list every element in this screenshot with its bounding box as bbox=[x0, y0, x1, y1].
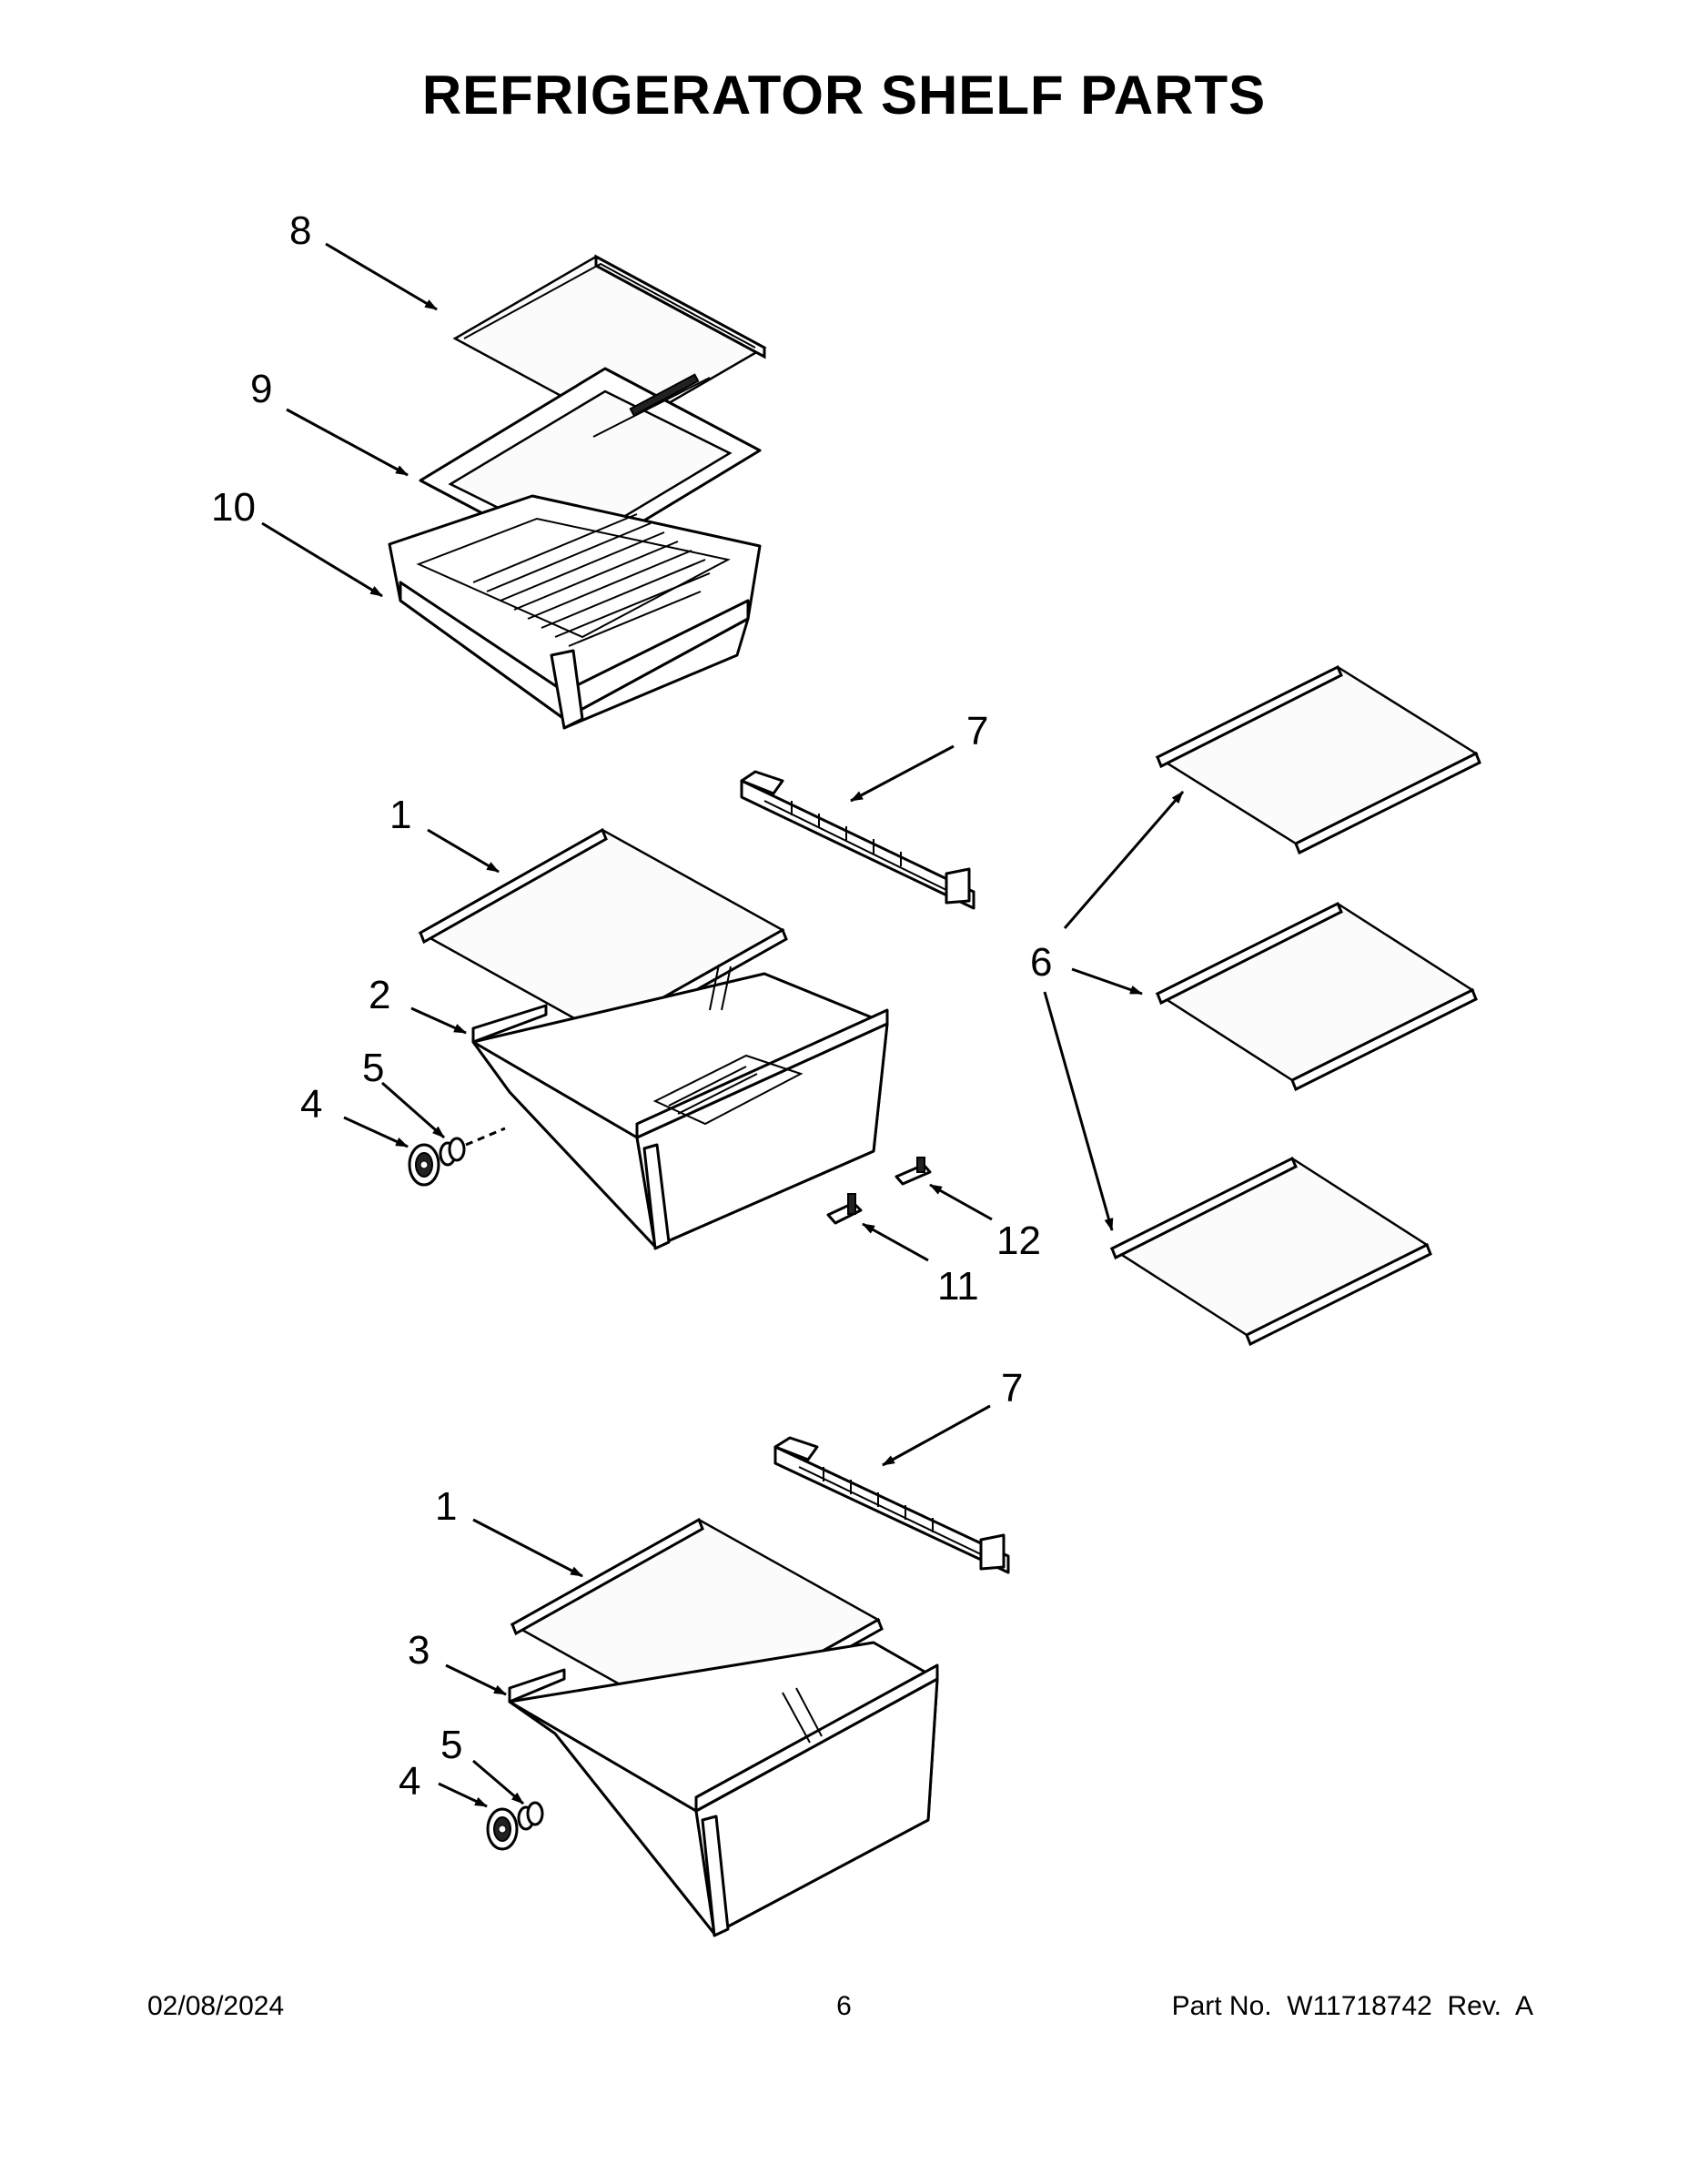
callout-5-middle: 5 bbox=[362, 1046, 384, 1090]
callout-4-lower: 4 bbox=[399, 1759, 420, 1804]
callout-11: 11 bbox=[937, 1264, 979, 1309]
leader-arrows bbox=[261, 242, 1185, 1808]
callout-10: 10 bbox=[211, 485, 256, 530]
callout-3: 3 bbox=[408, 1628, 430, 1673]
part-5-axle-middle bbox=[439, 1127, 506, 1167]
part-7-rail-lower bbox=[773, 1436, 1010, 1574]
callout-6: 6 bbox=[1030, 940, 1052, 985]
footer-date: 02/08/2024 bbox=[147, 1991, 285, 2021]
callout-9: 9 bbox=[250, 367, 272, 411]
part-11-bracket bbox=[826, 1193, 863, 1225]
callout-1-middle: 1 bbox=[389, 793, 411, 837]
rail-teeth bbox=[823, 1467, 934, 1532]
callout-1-lower: 1 bbox=[435, 1484, 457, 1529]
part-5-axle-lower bbox=[517, 1801, 544, 1831]
rail-teeth bbox=[791, 801, 902, 866]
part-6-glass-shelf-bottom bbox=[1109, 1156, 1432, 1347]
page-title: REFRIGERATOR SHELF PARTS bbox=[421, 65, 1267, 126]
callout-labels: 8 9 10 7 1 2 5 4 6 12 11 7 1 3 5 4 bbox=[211, 208, 1052, 1804]
callout-8: 8 bbox=[289, 208, 311, 253]
part-6-glass-shelf-top bbox=[1155, 664, 1481, 855]
part-10-crisper-tray bbox=[388, 494, 762, 730]
footer-page-number: 6 bbox=[836, 1991, 852, 2021]
callout-2: 2 bbox=[369, 973, 390, 1017]
tray-grid bbox=[472, 513, 711, 647]
part-3-crisper-drawer bbox=[508, 1641, 939, 1937]
part-4-roller-middle bbox=[408, 1143, 440, 1187]
callout-7-upper: 7 bbox=[966, 709, 988, 753]
part-4-roller-lower bbox=[486, 1807, 519, 1851]
part-6-glass-shelf-middle bbox=[1155, 901, 1478, 1092]
part-2-crisper-drawer bbox=[471, 964, 889, 1250]
footer-part-number: Part No. W11718742 Rev. A bbox=[1171, 1991, 1533, 2021]
callout-4-middle: 4 bbox=[300, 1082, 322, 1127]
callout-5-lower: 5 bbox=[440, 1723, 462, 1767]
callout-7-lower: 7 bbox=[1001, 1366, 1023, 1410]
callout-12: 12 bbox=[996, 1218, 1041, 1263]
part-12-bracket bbox=[895, 1157, 932, 1186]
part-7-rail-upper bbox=[740, 770, 975, 910]
